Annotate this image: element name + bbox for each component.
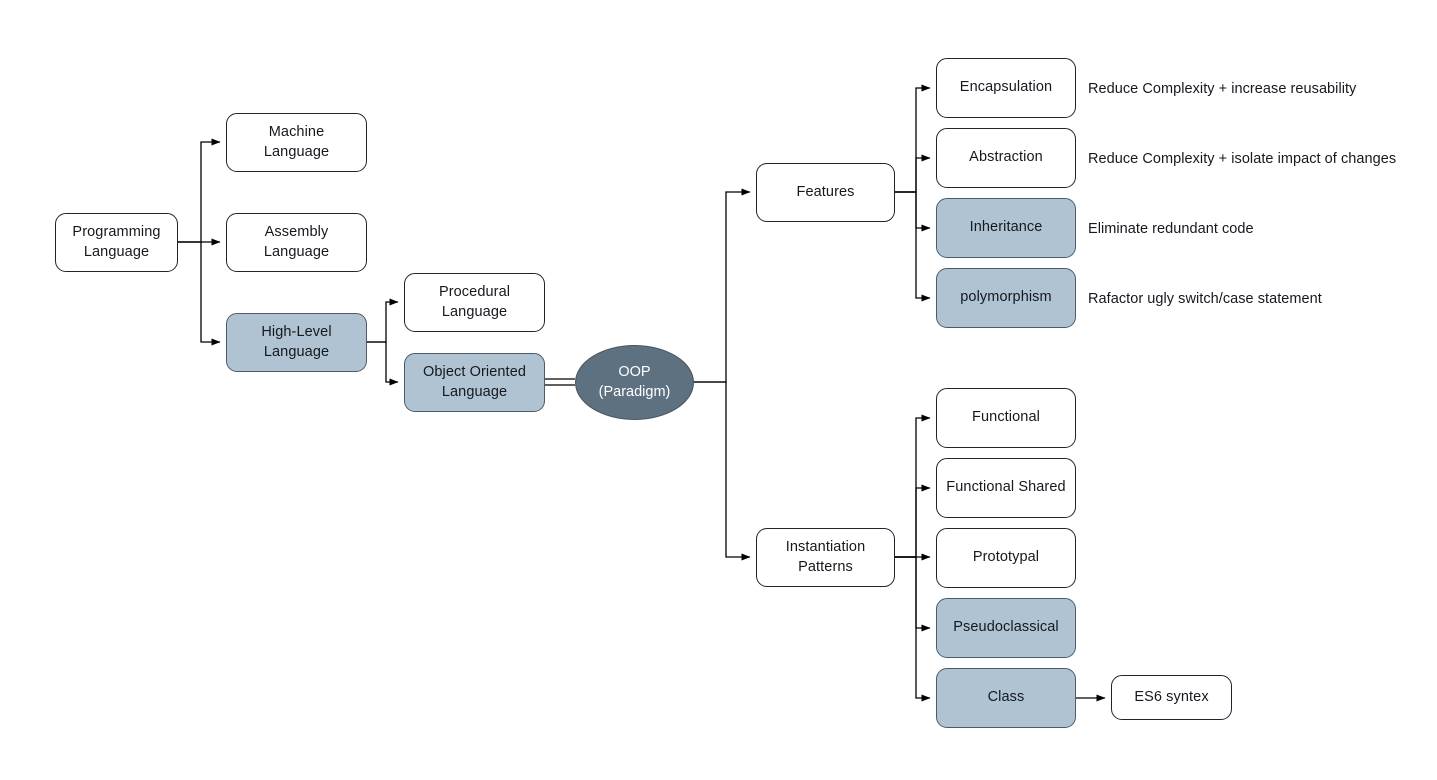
edge-features-to-encapsulation: [895, 84, 931, 193]
node-label-high-level-language: High-Level Language: [261, 324, 332, 360]
edge-high-level-to-object-oriented: [367, 341, 399, 386]
annotation-polymorphism: Rafactor ugly switch/case statement: [1088, 291, 1322, 307]
node-encapsulation[interactable]: Encapsulation: [936, 58, 1076, 118]
node-label-functional: Functional: [972, 409, 1040, 426]
node-label-polymorphism: polymorphism: [960, 289, 1052, 306]
node-object-oriented-language[interactable]: Object Oriented Language: [404, 353, 545, 412]
node-label-functional-shared: Functional Shared: [946, 479, 1066, 496]
edge-oop-to-features: [694, 188, 751, 383]
node-label-pseudoclassical: Pseudoclassical: [953, 619, 1059, 636]
node-functional[interactable]: Functional: [936, 388, 1076, 448]
node-label-object-oriented-language: Object Oriented Language: [422, 364, 527, 400]
node-label-es6-syntex: ES6 syntex: [1134, 688, 1209, 705]
node-label-machine-language: Machine Language: [263, 124, 330, 160]
node-label-inheritance: Inheritance: [969, 219, 1043, 236]
edge-high-level-to-procedural: [367, 298, 399, 343]
node-functional-shared[interactable]: Functional Shared: [936, 458, 1076, 518]
node-instantiation-patterns[interactable]: Instantiation Patterns: [756, 528, 895, 587]
node-class[interactable]: Class: [936, 668, 1076, 728]
annotation-inheritance: Eliminate redundant code: [1088, 221, 1254, 237]
node-label-oop-paradigm: OOP (Paradigm): [598, 364, 671, 400]
node-label-abstraction: Abstraction: [969, 149, 1043, 166]
edge-features-to-abstraction: [895, 154, 931, 193]
annotation-encapsulation: Reduce Complexity + increase reusability: [1088, 81, 1357, 97]
node-label-features: Features: [796, 183, 855, 200]
node-label-programming-language: Programming Language: [72, 224, 161, 260]
edge-instantiation-to-class: [895, 556, 931, 702]
node-label-class: Class: [987, 689, 1025, 706]
node-prototypal[interactable]: Prototypal: [936, 528, 1076, 588]
node-features[interactable]: Features: [756, 163, 895, 222]
node-label-procedural-language: Procedural Language: [438, 284, 511, 320]
node-oop-paradigm[interactable]: OOP (Paradigm): [575, 345, 694, 420]
node-machine-language[interactable]: Machine Language: [226, 113, 367, 172]
node-pseudoclassical[interactable]: Pseudoclassical: [936, 598, 1076, 658]
node-high-level-language[interactable]: High-Level Language: [226, 313, 367, 372]
node-es6-syntex[interactable]: ES6 syntex: [1111, 675, 1232, 720]
edge-instantiation-to-pseudoclassical: [895, 556, 931, 632]
node-label-encapsulation: Encapsulation: [959, 79, 1053, 96]
node-label-instantiation-patterns: Instantiation Patterns: [785, 539, 866, 575]
edge-oop-to-instantiation: [694, 381, 751, 561]
annotation-abstraction: Reduce Complexity + isolate impact of ch…: [1088, 151, 1397, 167]
node-polymorphism[interactable]: polymorphism: [936, 268, 1076, 328]
edge-instantiation-to-functional: [895, 414, 931, 558]
node-inheritance[interactable]: Inheritance: [936, 198, 1076, 258]
node-label-prototypal: Prototypal: [972, 549, 1040, 566]
edge-programming-to-machine: [178, 138, 221, 243]
edge-instantiation-to-functional-shared: [895, 484, 931, 558]
node-abstraction[interactable]: Abstraction: [936, 128, 1076, 188]
node-programming-language[interactable]: Programming Language: [55, 213, 178, 272]
node-assembly-language[interactable]: Assembly Language: [226, 213, 367, 272]
node-procedural-language[interactable]: Procedural Language: [404, 273, 545, 332]
edge-features-to-polymorphism: [895, 191, 931, 302]
edge-features-to-inheritance: [895, 191, 931, 232]
edge-programming-to-high-level: [178, 241, 221, 346]
node-label-assembly-language: Assembly Language: [263, 224, 330, 260]
